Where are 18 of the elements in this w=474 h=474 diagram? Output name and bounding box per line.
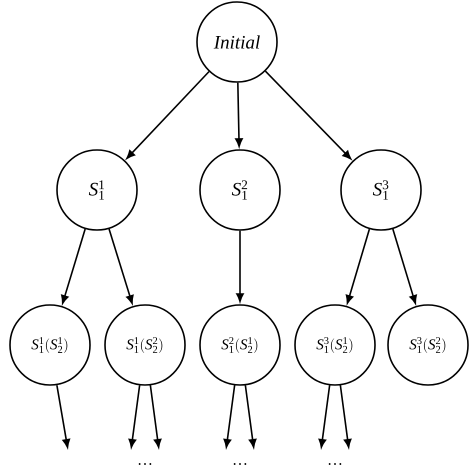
arrow (56, 385, 70, 448)
arrow (61, 228, 86, 304)
arrow (318, 385, 330, 448)
arrow (235, 82, 243, 147)
arrow (128, 385, 140, 448)
ellipsis: … (234, 463, 246, 465)
arrow (392, 228, 417, 304)
arrow (126, 71, 210, 159)
arrow (150, 385, 162, 448)
arrow (236, 230, 244, 302)
arrow (224, 385, 236, 448)
arrow (108, 228, 134, 304)
arrow (346, 228, 370, 304)
arrow (244, 385, 256, 448)
ellipsis: … (328, 463, 342, 465)
arrow (340, 385, 352, 448)
ellipsis: … (138, 463, 152, 465)
arrow (264, 70, 352, 160)
